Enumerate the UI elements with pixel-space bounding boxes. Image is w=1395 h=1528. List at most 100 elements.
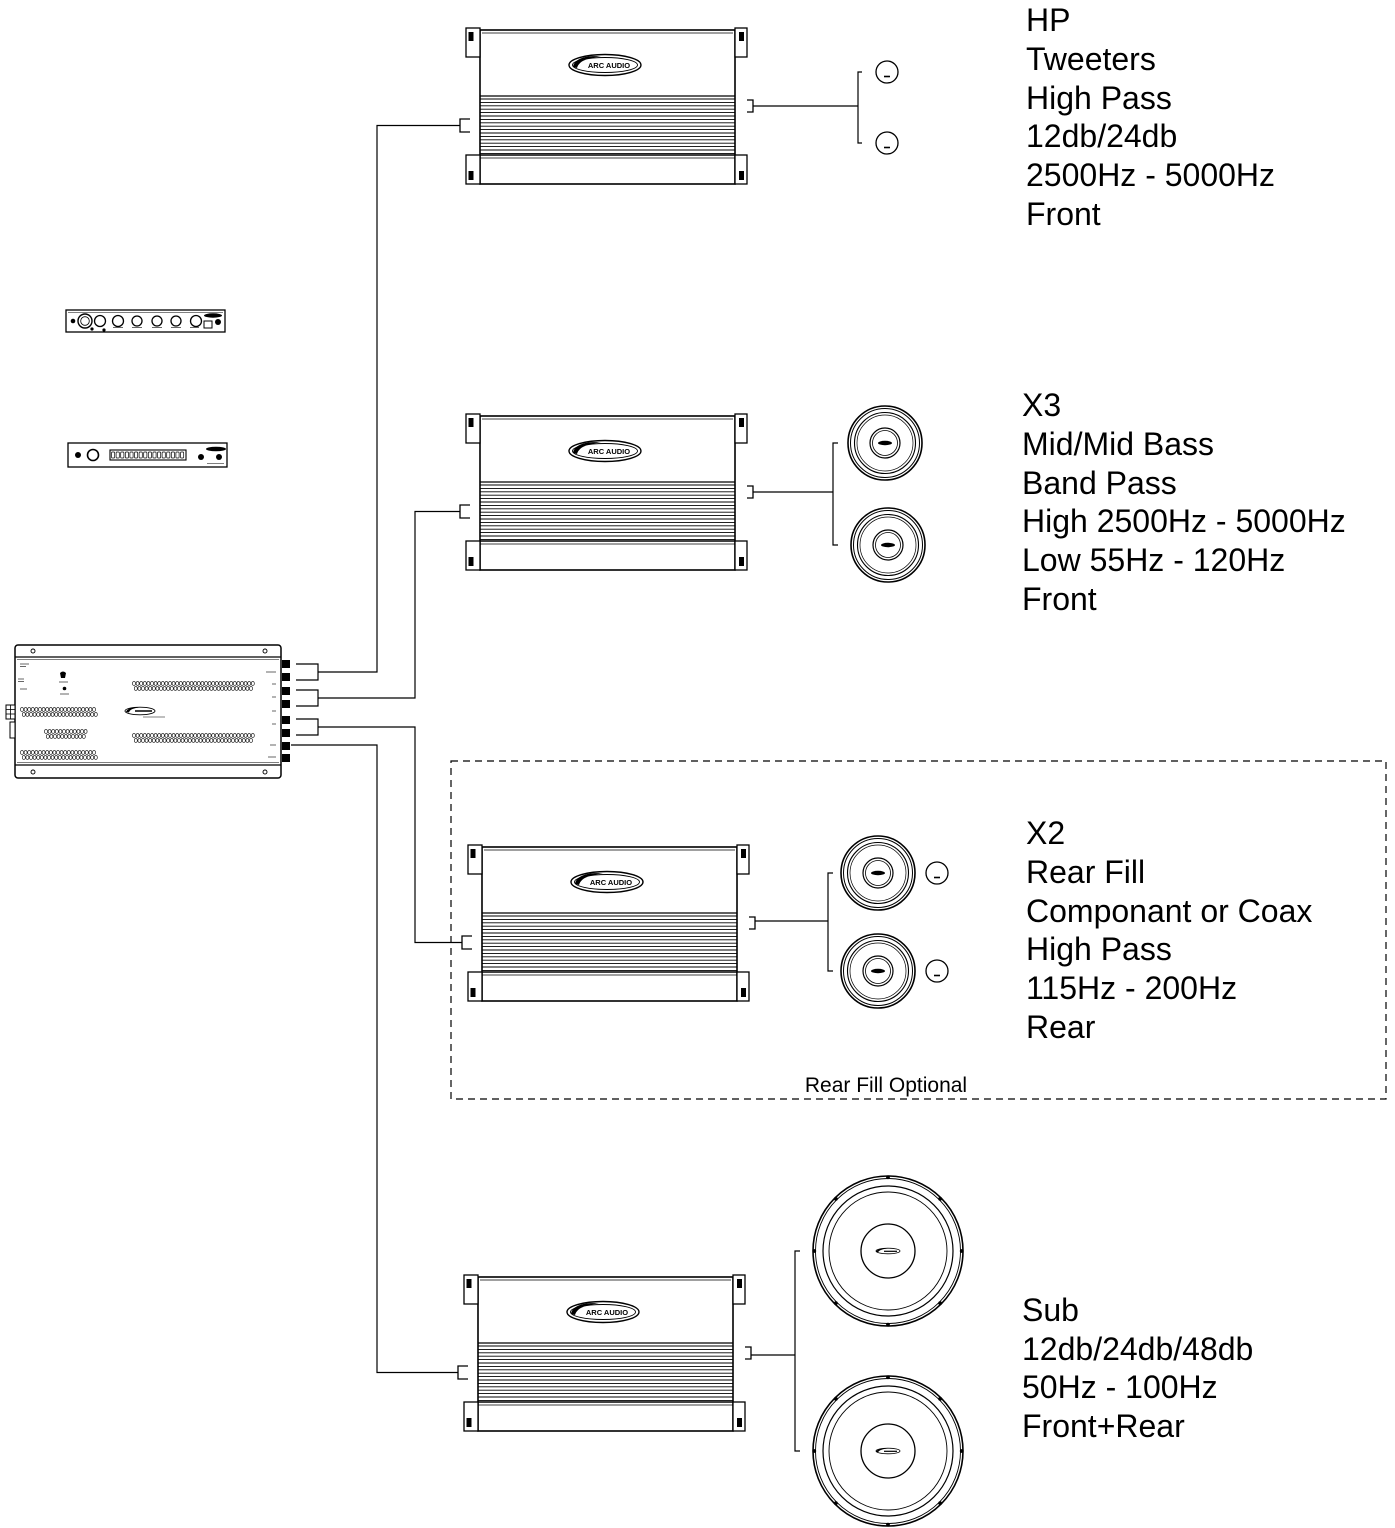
remote-knob-icon	[151, 315, 163, 327]
speaker-type: Rear Fill	[1026, 854, 1145, 890]
vent-hole	[152, 686, 156, 691]
vent-hole	[92, 707, 96, 712]
vent-hole	[218, 733, 223, 738]
mounting-tab	[734, 413, 748, 444]
amplifier-hp: ARC AUDIO	[459, 27, 754, 185]
speaker-type: Tweeters	[1026, 41, 1156, 77]
vent-hole	[204, 681, 208, 686]
heat-sink	[480, 484, 735, 540]
vent-hole	[159, 686, 163, 691]
mounting-tab	[736, 971, 750, 1002]
vent-hole	[56, 734, 61, 739]
speaker-surround-inner	[856, 414, 914, 472]
speaker-surround-inner	[859, 516, 917, 574]
input-connector	[457, 1365, 468, 1380]
tweeter-dome	[925, 959, 949, 983]
output-terminal	[282, 660, 290, 668]
vent-hole	[229, 681, 233, 686]
vent-hole	[204, 733, 208, 738]
remote-port	[9, 721, 16, 739]
vent-hole	[25, 755, 30, 760]
vent-hole	[198, 686, 203, 691]
vent-hole	[38, 750, 42, 755]
vent-hole	[224, 738, 228, 743]
vent-hole	[180, 738, 185, 743]
speaker-surround	[856, 513, 920, 577]
vent-hole	[81, 707, 85, 712]
level-segment	[175, 451, 180, 459]
remote-button-icon	[216, 454, 222, 460]
speaker-logo	[871, 968, 885, 974]
mounting-slot	[739, 557, 744, 566]
vent-hole	[231, 738, 235, 743]
mounting-tab	[465, 27, 481, 58]
logo-text: ARC AUDIO	[590, 878, 632, 887]
vent-hole	[213, 738, 217, 743]
mounting-slot	[470, 988, 476, 997]
vent-hole	[132, 681, 136, 686]
vent-hole	[229, 733, 233, 738]
vent-hole	[137, 738, 142, 743]
filter-slope: 12db/24db/48db	[1022, 1331, 1253, 1367]
vent-hole	[206, 738, 210, 743]
channel-label-x3: X3 Mid/Mid Bass Band Pass High 2500Hz - …	[1022, 387, 1346, 617]
vent-hole	[209, 738, 214, 743]
vent-hole	[27, 750, 32, 755]
vent-hole	[179, 733, 183, 738]
vent-hole	[153, 681, 158, 686]
vent-hole	[71, 734, 75, 739]
speaker-frame-inner	[850, 408, 920, 478]
vent-hole	[83, 729, 88, 734]
mounting-hole	[30, 648, 36, 654]
vent-hole	[231, 686, 235, 691]
frequency-range: 115Hz - 200Hz	[1026, 970, 1237, 1006]
vent-hole	[54, 729, 59, 734]
vent-hole	[54, 712, 59, 717]
vent-hole	[200, 681, 205, 686]
vent-hole	[193, 681, 197, 686]
channel-title: Sub	[1022, 1292, 1079, 1328]
subwoofer-screw	[938, 1301, 942, 1305]
logo-text: ARC AUDIO	[586, 1308, 628, 1317]
vent-hole	[47, 729, 52, 734]
vent-hole	[85, 707, 89, 712]
vent-hole	[161, 733, 165, 738]
vent-hole	[173, 686, 178, 691]
subwoofer	[812, 1375, 964, 1527]
logo-oval-inner	[572, 443, 638, 459]
output-terminal	[282, 673, 290, 681]
vent-hole	[44, 729, 48, 734]
vent-hole	[242, 738, 246, 743]
amp-body	[481, 846, 738, 1002]
vent-hole	[173, 738, 178, 743]
subwoofer-screw	[834, 1301, 838, 1305]
amp-body	[479, 29, 736, 185]
vent-hole	[245, 686, 250, 691]
vent-hole	[83, 755, 87, 760]
vent-hole	[225, 733, 230, 738]
subwoofer-screw	[938, 1501, 942, 1505]
logo-oval	[568, 53, 642, 77]
mounting-hole	[30, 769, 36, 775]
vent-hole	[240, 733, 244, 738]
mounting-tab	[465, 540, 481, 571]
crossover-output-terminals	[282, 660, 290, 762]
speaker-position: Front	[1022, 581, 1097, 617]
vent-hole	[77, 707, 82, 712]
vent-hole	[52, 750, 57, 755]
speaker-surround-inner	[849, 942, 907, 1000]
subwoofer-surround-inner	[828, 1391, 948, 1511]
mounting-slot	[468, 171, 474, 180]
vent-hole	[135, 681, 140, 686]
vent-hole	[39, 712, 44, 717]
remote-knob-icon	[170, 315, 182, 327]
subwoofer-screw	[959, 1449, 964, 1453]
vent-hole	[150, 733, 154, 738]
mounting-slot	[468, 557, 474, 566]
vent-hole	[222, 733, 226, 738]
vent-hole	[202, 738, 206, 743]
vent-hole	[175, 681, 179, 686]
vent-hole	[200, 733, 205, 738]
mounting-hole	[262, 648, 268, 654]
